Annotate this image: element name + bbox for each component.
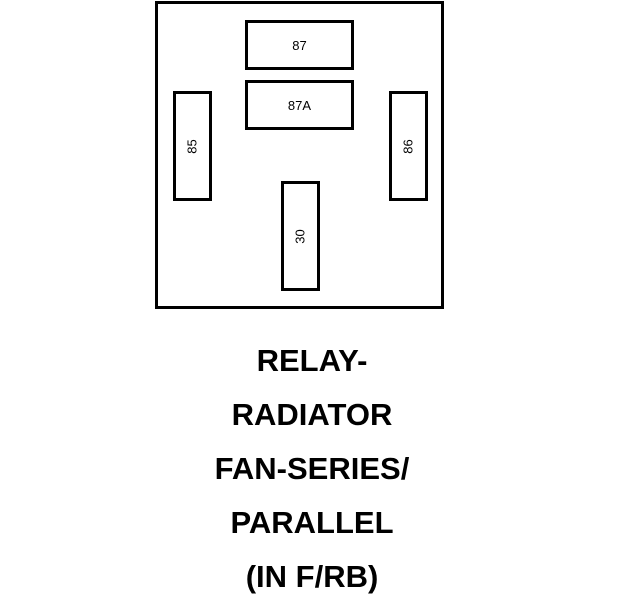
relay-pin-87a: 87A	[245, 80, 354, 130]
caption-line-4: PARALLEL	[230, 505, 394, 540]
caption-line-1: RELAY-	[256, 343, 368, 378]
pin-86-label: 86	[401, 138, 416, 154]
relay-outline: 87 87A 85 86 30	[155, 1, 444, 309]
caption-line-2: RADIATOR	[231, 397, 393, 432]
relay-pin-85: 85	[173, 91, 212, 201]
relay-pin-30: 30	[281, 181, 320, 291]
relay-caption: RELAY- RADIATOR FAN-SERIES/ PARALLEL (IN…	[0, 340, 624, 610]
relay-pin-86: 86	[389, 91, 428, 201]
relay-pin-87: 87	[245, 20, 354, 70]
pin-85-label: 85	[185, 138, 200, 154]
pin-87-label: 87	[292, 37, 307, 53]
caption-line-3: FAN-SERIES/	[214, 451, 410, 486]
pin-30-label: 30	[293, 228, 308, 244]
caption-line-5: (IN F/RB)	[245, 559, 379, 594]
pin-87a-label: 87A	[287, 97, 312, 113]
